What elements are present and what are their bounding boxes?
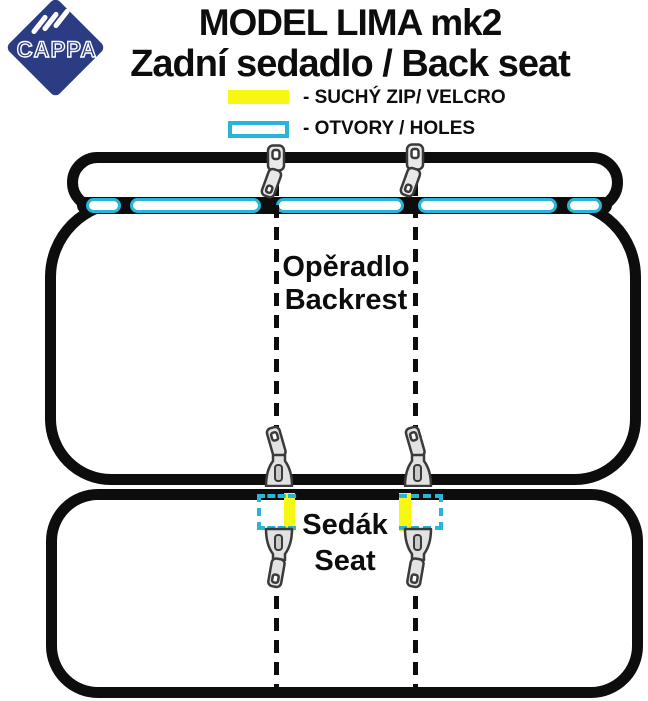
- zipper-icon: [399, 143, 425, 198]
- hole-slot: [130, 198, 261, 213]
- backrest-outline: [45, 197, 641, 485]
- hole-slot: [276, 198, 404, 213]
- velcro-strip: [399, 493, 411, 531]
- hole-slot: [86, 198, 121, 213]
- velcro-strip: [284, 493, 295, 531]
- cappa-logo: CAPPA: [5, 0, 108, 98]
- seat-outline: [46, 489, 643, 698]
- page-subtitle: Zadní sedadlo / Back seat: [130, 43, 571, 85]
- velcro-label: - SUCHÝ ZIP/ VELCRO: [303, 87, 506, 108]
- zipper-icon: [264, 527, 294, 589]
- velcro-swatch: [228, 90, 289, 104]
- page-header: MODEL LIMA mk2 Zadní sedadlo / Back seat: [90, 2, 610, 84]
- logo-brand-text: CAPPA: [16, 36, 98, 62]
- zipper-icon: [260, 144, 286, 199]
- hole-slot: [418, 198, 557, 213]
- backrest-label: Opěradlo Backrest: [246, 251, 446, 317]
- seat-label-cs: Sedák: [302, 509, 388, 541]
- backrest-label-cs: Opěradlo: [282, 251, 410, 283]
- zipper-seam-line: [274, 552, 279, 694]
- zipper-icon: [403, 425, 433, 487]
- zipper-icon: [403, 527, 433, 589]
- zipper-seam-line: [413, 552, 418, 694]
- zipper-seam-line: [413, 183, 418, 435]
- backrest-label-en: Backrest: [284, 284, 408, 316]
- zipper-icon: [264, 425, 294, 487]
- hole-slot: [567, 198, 602, 213]
- holes-label: - OTVORY / HOLES: [303, 118, 476, 139]
- seat-label-en: Seat: [314, 545, 376, 577]
- seat-label: Sedák Seat: [270, 507, 420, 579]
- holes-swatch: [228, 121, 289, 138]
- zipper-seam-line: [274, 183, 279, 435]
- page-title: MODEL LIMA mk2: [198, 2, 503, 43]
